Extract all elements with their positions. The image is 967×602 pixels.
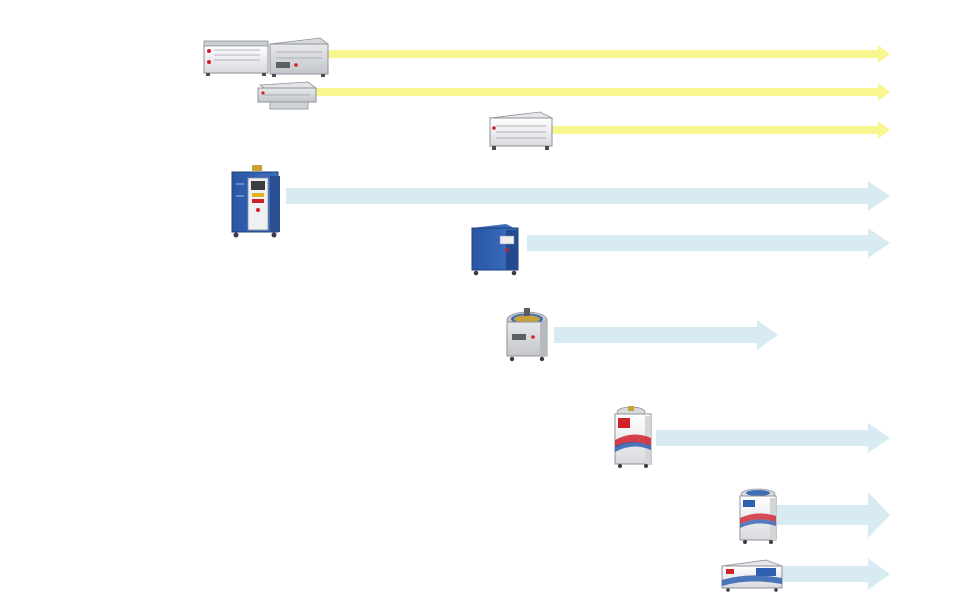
arrow-row-9 [780, 558, 890, 590]
blue-cabinet-laser-icon [231, 165, 280, 238]
arrow-row-4 [286, 181, 890, 211]
rack-laser-unit-icon [488, 111, 554, 150]
compact-tower-laser-icon [739, 488, 777, 544]
arrow-row-8 [777, 492, 890, 538]
portable-laser-icon [721, 559, 783, 592]
arrow-row-1 [328, 45, 890, 63]
arrow-row-2 [316, 83, 890, 101]
white-tower-laser-icon [614, 406, 652, 468]
arrow-row-5 [527, 228, 890, 258]
arrow-row-7 [656, 423, 890, 453]
blue-box-laser-icon [471, 224, 519, 276]
dual-rack-laser-units-icon [203, 37, 330, 77]
arrow-row-6 [554, 320, 778, 350]
flat-rack-laser-unit-icon [257, 81, 318, 110]
arrows [286, 45, 890, 590]
grey-fiber-laser-icon [506, 308, 548, 362]
arrow-row-3 [552, 121, 890, 139]
